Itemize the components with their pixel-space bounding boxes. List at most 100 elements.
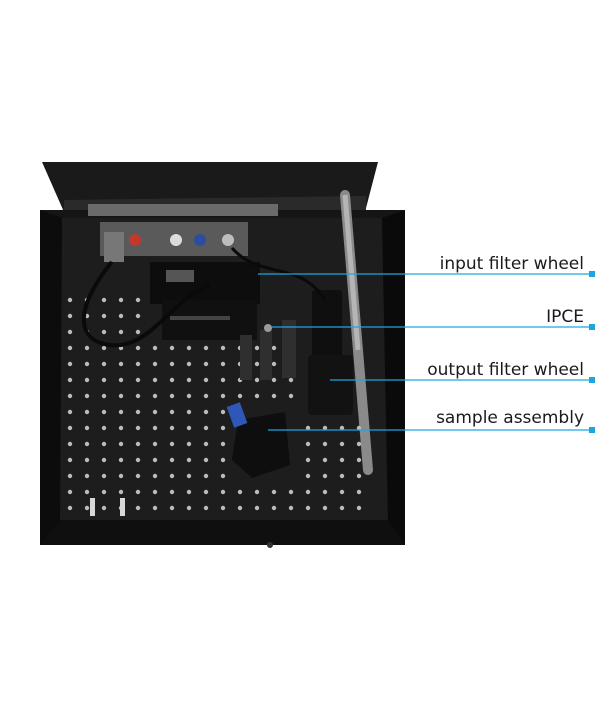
breadboard-hole (101, 457, 107, 463)
breadboard-hole (339, 505, 345, 511)
breadboard-hole (322, 425, 328, 431)
breadboard-hole (101, 425, 107, 431)
breadboard-hole (203, 489, 209, 495)
breadboard-hole (237, 505, 243, 511)
breadboard-hole (135, 505, 141, 511)
breadboard-hole (186, 377, 192, 383)
breadboard-hole (101, 329, 107, 335)
breadboard-hole (169, 409, 175, 415)
breadboard-hole (101, 489, 107, 495)
breadboard-hole (288, 505, 294, 511)
callout-marker (589, 427, 595, 433)
breadboard-hole (152, 377, 158, 383)
breadboard-hole (101, 393, 107, 399)
breadboard-hole (339, 473, 345, 479)
breadboard-hole (305, 473, 311, 479)
breadboard-hole (84, 489, 90, 495)
breadboard-hole (322, 473, 328, 479)
breadboard-hole (356, 425, 362, 431)
breadboard-hole (186, 505, 192, 511)
breadboard-hole (118, 393, 124, 399)
breadboard-hole (169, 393, 175, 399)
breadboard-hole (101, 473, 107, 479)
breadboard-hole (220, 457, 226, 463)
breadboard-hole (135, 345, 141, 351)
breadboard-hole (203, 425, 209, 431)
breadboard-hole (101, 441, 107, 447)
breadboard-hole (67, 361, 73, 367)
breadboard-hole (118, 329, 124, 335)
breadboard-hole (84, 409, 90, 415)
breadboard-hole (186, 425, 192, 431)
breadboard-hole (254, 505, 260, 511)
callout-marker (589, 271, 595, 277)
breadboard-hole (339, 489, 345, 495)
breadboard-hole (67, 505, 73, 511)
lens-post (240, 335, 252, 380)
ipce-port (264, 324, 272, 332)
breadboard-hole (220, 377, 226, 383)
breadboard-hole (118, 441, 124, 447)
breadboard-hole (305, 505, 311, 511)
breadboard-hole (152, 345, 158, 351)
breadboard-hole (135, 361, 141, 367)
breadboard-hole (118, 409, 124, 415)
callout-lines (258, 271, 595, 433)
post-pin (90, 498, 95, 516)
breadboard-hole (169, 505, 175, 511)
breadboard-hole (271, 489, 277, 495)
breadboard-hole (220, 361, 226, 367)
breadboard-hole (169, 377, 175, 383)
breadboard-hole (101, 345, 107, 351)
breadboard-hole (152, 361, 158, 367)
breadboard-hole (271, 345, 277, 351)
breadboard-hole (169, 425, 175, 431)
breadboard-hole (322, 441, 328, 447)
breadboard-hole (186, 473, 192, 479)
breadboard-hole (101, 409, 107, 415)
breadboard-hole (101, 313, 107, 319)
breadboard-hole (118, 425, 124, 431)
cable (82, 260, 211, 348)
sample-clip (226, 402, 248, 428)
breadboard-hole (135, 297, 141, 303)
breadboard-hole (169, 457, 175, 463)
breadboard-hole (135, 377, 141, 383)
callout-label-output-filter-wheel: output filter wheel (427, 360, 584, 380)
ipce-detector (312, 290, 342, 358)
breadboard-hole (67, 473, 73, 479)
breadboard-hole (186, 457, 192, 463)
breadboard-hole (152, 457, 158, 463)
breadboard-hole (118, 457, 124, 463)
white-bnc-connector (170, 234, 182, 246)
breadboard-hole (135, 457, 141, 463)
breadboard-hole (186, 489, 192, 495)
breadboard-hole (203, 361, 209, 367)
inner-left-wall (40, 210, 62, 545)
callout-label-ipce: IPCE (546, 307, 584, 327)
breadboard-hole (186, 393, 192, 399)
breadboard-hole (203, 345, 209, 351)
breadboard-hole (220, 345, 226, 351)
breadboard-hole (254, 345, 260, 351)
breadboard-hole (271, 377, 277, 383)
breadboard-hole (322, 457, 328, 463)
breadboard-hole (118, 361, 124, 367)
breadboard-hole (152, 393, 158, 399)
breadboard-hole (67, 329, 73, 335)
breadboard-hole (101, 377, 107, 383)
module-label-strip (170, 316, 230, 320)
breadboard-hole (135, 409, 141, 415)
breadboard-hole (254, 361, 260, 367)
breadboard-hole (220, 393, 226, 399)
breadboard-hole (169, 361, 175, 367)
output-filter-wheel (308, 355, 353, 415)
breadboard-hole (101, 505, 107, 511)
breadboard-hole (271, 393, 277, 399)
breadboard-hole (356, 505, 362, 511)
breadboard-hole (135, 393, 141, 399)
breadboard-hole (220, 441, 226, 447)
breadboard-hole (135, 473, 141, 479)
breadboard-hole (305, 425, 311, 431)
